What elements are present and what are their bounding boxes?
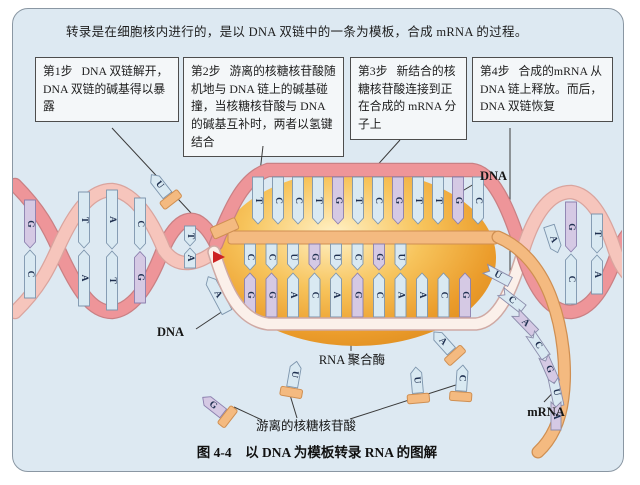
step-text: DNA 双链解开，DNA 双链的碱基得以暴露 bbox=[43, 64, 169, 114]
step-title: 第4步 bbox=[480, 64, 510, 78]
intro-text: 转录是在细胞核内进行的，是以 DNA 双链中的一条为模板，合成 mRNA 的过程… bbox=[66, 25, 528, 39]
step-title: 第1步 bbox=[43, 64, 73, 78]
step-box-4: 第4步合成的mRNA 从 DNA 链上释放。而后，DNA 双链恢复 bbox=[472, 57, 613, 123]
step-title: 第2步 bbox=[191, 64, 221, 78]
step-text: 新结合的核糖核苷酸连接到正在合成的 mRNA 分子上 bbox=[358, 64, 457, 132]
step-text: 合成的mRNA 从 DNA 链上释放。而后，DNA 双链恢复 bbox=[480, 64, 603, 114]
figure-caption: 图 4-4 以 DNA 为模板转录 RNA 的图解 bbox=[196, 445, 438, 460]
step-text: 游离的核糖核苷酸随机地与 DNA 链上的碱基碰撞，当核糖核苷酸与 DNA 的碱基… bbox=[191, 64, 336, 149]
step-box-3: 第3步新结合的核糖核苷酸连接到正在合成的 mRNA 分子上 bbox=[350, 57, 467, 140]
step-title: 第3步 bbox=[358, 64, 388, 78]
step-box-2: 第2步游离的核糖核苷酸随机地与 DNA 链上的碱基碰撞，当核糖核苷酸与 DNA … bbox=[183, 57, 344, 158]
